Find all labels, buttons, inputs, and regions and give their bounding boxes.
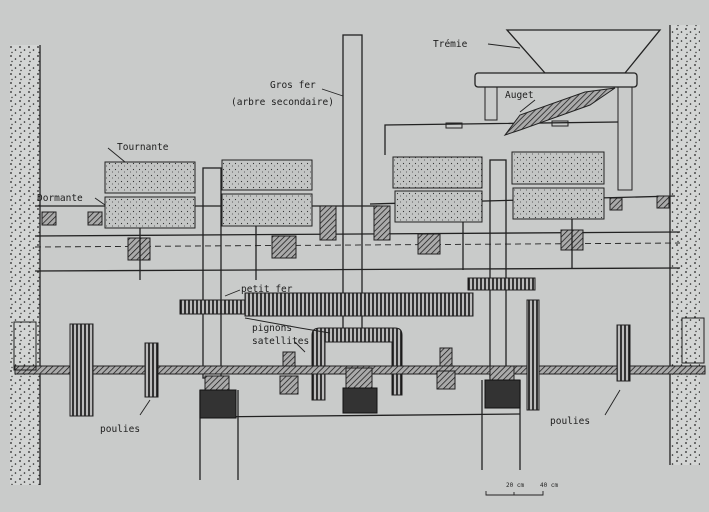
label-auget: Auget [505, 90, 534, 101]
gear-bar [179, 277, 536, 317]
bearing-blocks [199, 365, 521, 419]
label-gros-fer: Gros fer [270, 80, 316, 91]
millstones [104, 151, 605, 280]
label-dormante: Dormante [37, 193, 83, 204]
label-poulies-right: poulies [550, 416, 590, 427]
label-pignons: pignons [252, 323, 292, 334]
left-wall [10, 45, 41, 485]
label-poulies-left: poulies [100, 424, 140, 435]
label-tremie: Trémie [433, 39, 468, 50]
pulleys [69, 299, 631, 417]
scale-label-20cm: 20 cm [506, 482, 524, 489]
hopper [384, 29, 662, 191]
upper-floor [34, 195, 681, 272]
label-petit-fer: petit fer [241, 284, 293, 295]
label-tournante: Tournante [117, 142, 169, 153]
scale-bar: 20 cm 40 cm [485, 482, 558, 496]
label-arbre-secondaire: (arbre secondaire) [231, 97, 334, 108]
leader-lines [94, 43, 621, 416]
satellite-pinions [282, 327, 453, 401]
right-wall [669, 25, 700, 465]
scale-label-40cm: 40 cm [540, 482, 558, 489]
lower-shaft [13, 317, 706, 375]
label-satellites: satellites [252, 336, 309, 347]
